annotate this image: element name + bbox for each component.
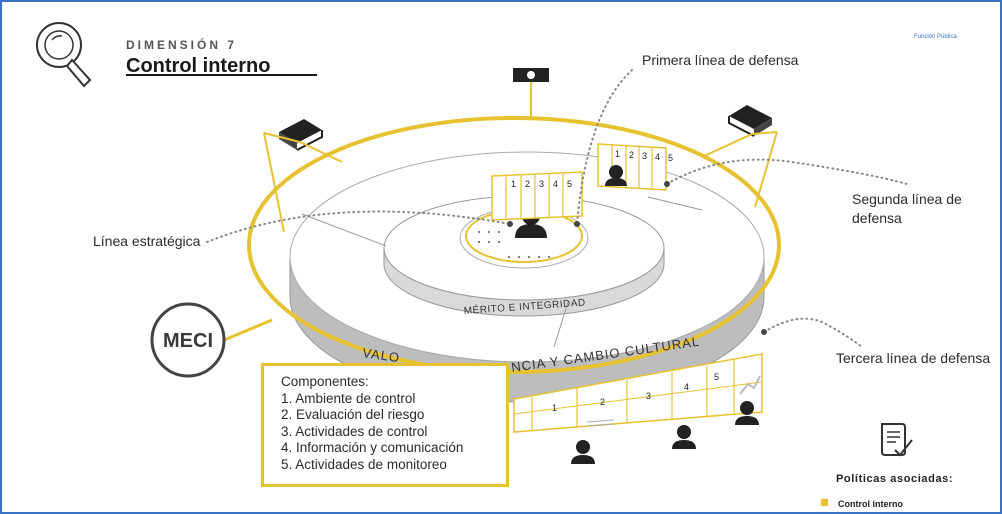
panel3-num-3: 3 [646,391,651,401]
componente-item: 4. Información y comunicación [281,440,464,455]
label-linea-estrategica: Línea estratégica [93,233,201,249]
componente-item: 3. Actividades de control [281,423,428,439]
meci-badge [150,302,226,378]
panel3-num-4: 4 [684,382,689,392]
componente-item: 1. Ambiente de control [281,390,416,406]
dimension-label: DIMENSIÓN 7 [126,37,237,52]
panel1-num-3: 3 [539,179,544,189]
componente-item: 5. Actividades de monitoreo [281,456,447,472]
center-dot-grid [478,231,550,258]
panel2-num-5: 5 [668,153,673,163]
panel1-num-5: 5 [567,179,572,189]
leader-lines [206,69,908,348]
panel3-num-1: 1 [552,403,557,413]
camera-icon-left [279,119,323,151]
panel-segunda: 1 2 3 4 5 [597,143,673,191]
meci-outer-ring [247,116,781,374]
ring-valores-label-left: VALO [362,345,401,365]
politicas-heading: Políticas asociadas: [836,473,953,485]
meci-label: MECI [163,330,213,352]
componentes-heading: Componentes: [281,374,369,389]
label-primera-linea: Primera línea de defensa [642,52,799,68]
label-tercera-linea: Tercera línea de defensa [836,350,990,366]
panel2-num-2: 2 [629,150,634,160]
politicas-item: Control interno [838,499,903,509]
panel1-num-4: 4 [553,179,558,189]
componentes-box: Componentes: 1. Ambiente de control 2. E… [261,363,509,487]
panel-primera: 1 2 3 4 5 [491,171,583,221]
camera-icon-right [728,105,772,137]
panel2-num-3: 3 [642,151,647,161]
componente-item: 2. Evaluación del riesgo [281,407,425,422]
camera-icon-top [513,68,549,120]
panel1-num-2: 2 [525,179,530,189]
panel2-num-4: 4 [655,152,660,162]
person-icons-front [571,401,759,464]
brand-logo-text: Función Pública [914,34,957,40]
magnifier-icon [36,22,92,88]
panel3-num-5: 5 [714,372,719,382]
label-segunda-linea-1: Segunda línea de [852,191,962,207]
panel2-num-1: 1 [615,149,620,159]
document-check-icon [881,423,913,457]
panel1-num-1: 1 [511,179,516,189]
page-title: Control interno [126,55,270,77]
panel-tercera: 1 2 3 4 5 [513,353,763,433]
panel3-num-2: 2 [600,397,605,407]
politicas-bullet [821,499,828,506]
label-segunda-linea-2: defensa [852,210,902,226]
